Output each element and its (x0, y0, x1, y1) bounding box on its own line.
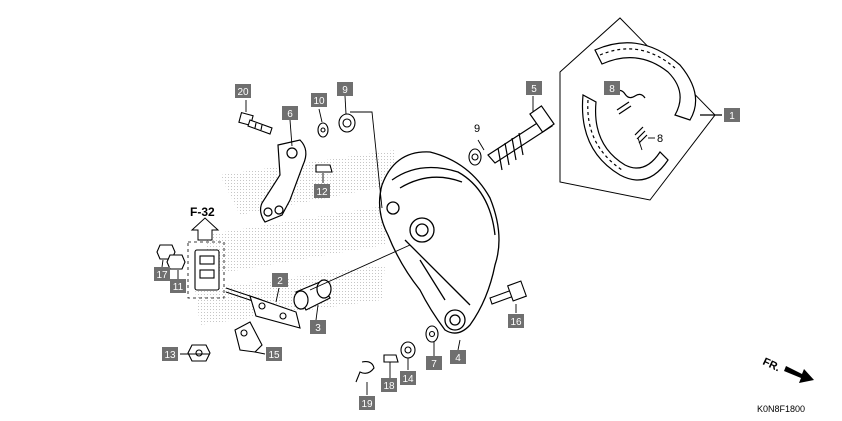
callout-6: 6 (282, 106, 298, 120)
svg-text:17: 17 (156, 270, 168, 281)
svg-text:13: 13 (164, 350, 176, 361)
svg-text:5: 5 (531, 84, 537, 95)
svg-text:18: 18 (383, 381, 395, 392)
svg-text:8: 8 (609, 84, 615, 95)
svg-text:7: 7 (431, 359, 437, 370)
svg-text:3: 3 (315, 323, 321, 334)
callout-17: 17 (154, 267, 170, 281)
callout-20: 20 (235, 84, 251, 98)
callout-10: 10 (311, 93, 327, 107)
brake-cam (487, 105, 555, 171)
svg-text:1: 1 (729, 111, 735, 122)
callout-16: 16 (508, 314, 524, 328)
callout-12: 12 (314, 184, 330, 198)
svg-text:16: 16 (510, 317, 522, 328)
leader-lines (161, 82, 655, 395)
diagram-code: K0N8F1800 (757, 404, 805, 414)
front-direction-indicator: FR. (761, 356, 814, 383)
svg-text:10: 10 (313, 96, 325, 107)
collar-3 (293, 279, 332, 311)
bolt-16 (489, 280, 528, 305)
small-parts (156, 113, 482, 383)
callouts: 1 2 3 4 5 6 7 8 9 10 11 12 13 14 15 16 1… (154, 81, 740, 410)
fr-label: FR. (761, 356, 782, 374)
svg-text:11: 11 (173, 282, 184, 293)
svg-text:2: 2 (277, 276, 283, 287)
bracket-15 (234, 321, 263, 353)
callout-19: 19 (359, 396, 375, 410)
callout-7: 7 (426, 356, 442, 370)
svg-text:14: 14 (402, 374, 414, 385)
svg-text:19: 19 (361, 399, 373, 410)
brake-shoe-set (559, 17, 722, 201)
callout-18: 18 (381, 378, 397, 392)
callout-9: 9 (337, 82, 353, 96)
svg-text:15: 15 (268, 350, 280, 361)
callout-13: 13 (162, 347, 178, 361)
label-8-plain: 8 (657, 133, 663, 145)
label-9-plain: 9 (474, 123, 480, 135)
watermark (195, 150, 395, 325)
callout-15: 15 (266, 347, 282, 361)
bolt-20 (238, 111, 273, 135)
svg-text:20: 20 (237, 87, 249, 98)
svg-text:12: 12 (316, 187, 328, 198)
brake-arm (259, 139, 307, 223)
callout-11: 11 (170, 279, 186, 293)
brake-panel (378, 151, 500, 334)
svg-text:6: 6 (287, 109, 293, 120)
callout-3: 3 (310, 320, 326, 334)
callout-14: 14 (400, 371, 416, 385)
callout-2: 2 (272, 273, 288, 287)
callout-1: 1 (724, 108, 740, 122)
svg-text:4: 4 (455, 353, 461, 364)
callout-8: 8 (604, 81, 620, 95)
indicator-plate (225, 287, 301, 329)
callout-4: 4 (450, 350, 466, 364)
f32-label: F-32 (190, 205, 215, 219)
svg-text:9: 9 (342, 85, 348, 96)
f32-reference: F-32 (187, 205, 225, 299)
callout-5: 5 (526, 81, 542, 95)
fitting-plate (194, 249, 220, 291)
